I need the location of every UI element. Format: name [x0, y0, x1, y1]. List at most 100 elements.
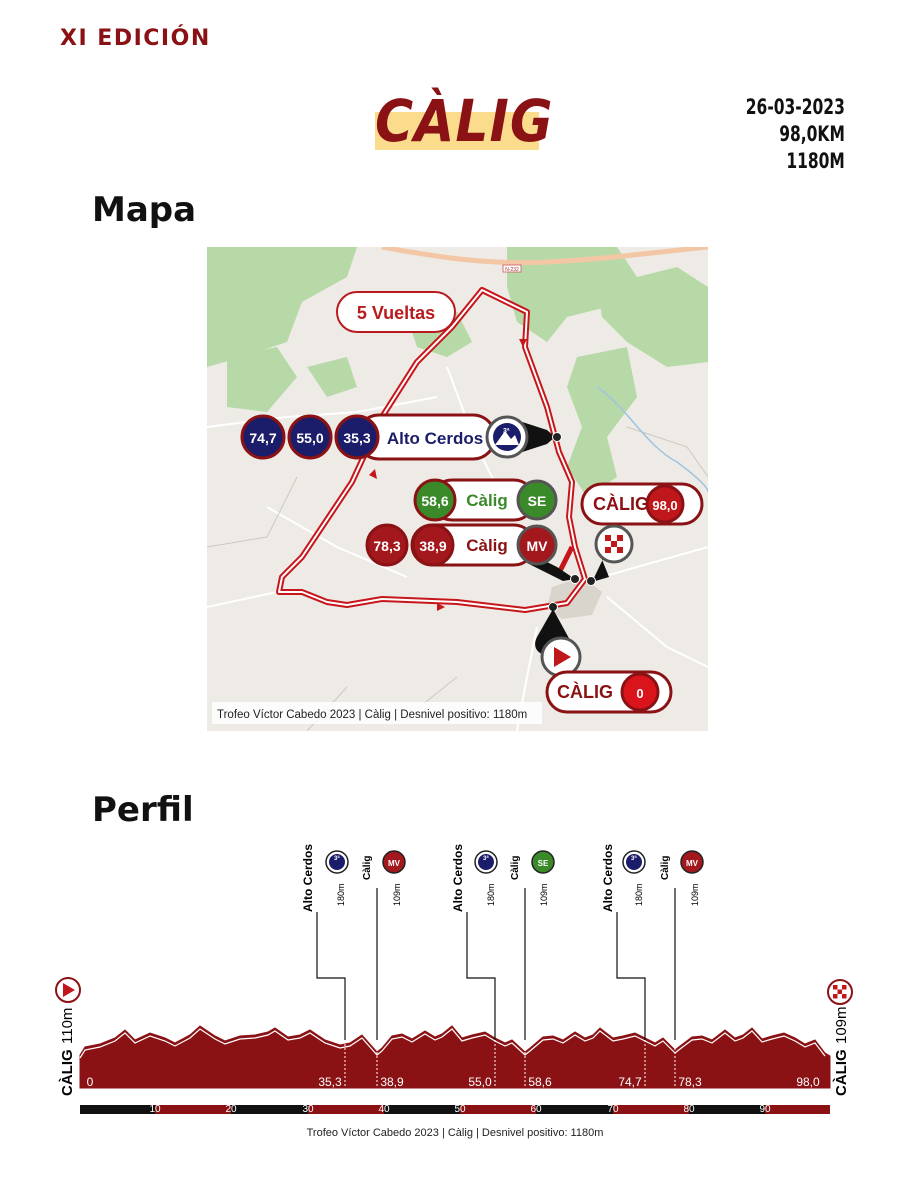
- direction-arrow: [437, 603, 445, 611]
- marker-name: Càlig: [362, 856, 373, 880]
- marker-alt: 180m: [634, 883, 644, 906]
- marker-alt: 109m: [690, 883, 700, 906]
- page-title: CÀLIG: [375, 88, 554, 156]
- scale-tick: 70: [607, 1104, 619, 1115]
- marker-name: Alto Cerdos: [301, 844, 315, 912]
- marker-alt: 180m: [336, 883, 346, 906]
- km-label: 58,6: [528, 1075, 552, 1089]
- svg-text:3ª: 3ª: [334, 855, 340, 862]
- mv-km: 78,3: [373, 538, 400, 554]
- profile-marker-1: Alto Cerdos 3ª 180m Càlig MV 109m: [301, 844, 406, 912]
- profile-marker-2: Alto Cerdos 3ª 180m Càlig SE 109m: [451, 844, 555, 912]
- start-name: CÀLIG: [557, 681, 613, 702]
- profile-credit: Trofeo Víctor Cabedo 2023 | Càlig | Desn…: [307, 1127, 604, 1139]
- profile-finish: CÀLIG 109m: [827, 979, 853, 1096]
- mv-km: 38,9: [419, 538, 446, 554]
- stage-date: 26-03-2023: [745, 95, 845, 119]
- kom-km-badge: [287, 414, 333, 460]
- marker-name: Alto Cerdos: [451, 844, 465, 912]
- profile-heading: Perfil: [92, 790, 194, 830]
- sprint-badge: [516, 479, 558, 521]
- start-label: CÀLIG: [59, 1049, 76, 1096]
- marker-name: Alto Cerdos: [601, 844, 615, 912]
- svg-text:MV: MV: [527, 538, 549, 554]
- km-label: 74,7: [618, 1075, 642, 1089]
- elevation-profile: 0 35,3 38,9 55,0 58,6 74,7 78,3 98,0 Alt…: [40, 840, 900, 1160]
- scale-tick: 40: [378, 1104, 390, 1115]
- laps-text: 5 Vueltas: [357, 303, 435, 323]
- kom-km-badge: [334, 414, 380, 460]
- scale-tick: 50: [454, 1104, 466, 1115]
- kom-km: 35,3: [343, 430, 370, 446]
- main-road: [381, 247, 708, 266]
- direction-arrow: [519, 339, 527, 347]
- kom-km: 55,0: [296, 430, 323, 446]
- mv-km-badge: [411, 523, 455, 567]
- scale-tick: 90: [759, 1104, 771, 1115]
- start-km: 0: [636, 686, 643, 701]
- kom-km-badge: [240, 414, 286, 460]
- finish-km-badge: [645, 484, 685, 524]
- kom-km: 74,7: [249, 430, 276, 446]
- edition-label: XI EDICIÓN: [60, 26, 211, 51]
- marker-alt: 180m: [486, 883, 496, 906]
- kom-callout: Alto Cerdos 74,7 55,0 35,3 3ª: [240, 413, 562, 461]
- finish-km: 98,0: [652, 498, 677, 513]
- svg-text:3ª: 3ª: [631, 855, 637, 862]
- scale-tick: 10: [149, 1104, 161, 1115]
- svg-text:MV: MV: [388, 859, 401, 868]
- direction-arrows: [369, 339, 527, 611]
- scale-tick: 60: [530, 1104, 542, 1115]
- scale-tick: 80: [683, 1104, 695, 1115]
- finish-label: CÀLIG: [833, 1049, 850, 1096]
- finish-callout: CÀLIG 98,0: [580, 482, 704, 586]
- river: [596, 386, 708, 493]
- start-alt: 110m: [59, 1008, 76, 1044]
- sprint-km-badge: [413, 478, 457, 522]
- marker-alt: 109m: [392, 883, 402, 906]
- direction-arrow: [369, 469, 377, 479]
- marker-leaders: [316, 888, 676, 1040]
- mv-name: Càlig: [466, 536, 508, 555]
- town-area: [547, 577, 602, 619]
- mountain-sprint-callout: Càlig 78,3 38,9 MV: [365, 523, 580, 584]
- svg-text:3ª: 3ª: [483, 855, 489, 862]
- mv-icon: [680, 850, 704, 874]
- km-label: 0: [87, 1075, 94, 1089]
- marker-alt: 109m: [539, 883, 549, 906]
- mv-badge: [516, 524, 558, 566]
- marker-name: Càlig: [510, 856, 521, 880]
- se-icon: [531, 850, 555, 874]
- scale-tick: 20: [225, 1104, 237, 1115]
- mv-icon: [382, 850, 406, 874]
- marker-name: Càlig: [660, 856, 671, 880]
- distance-scale: 10 20 30 40 50 60 70 80 90: [80, 1104, 830, 1115]
- stage-elevation: 1180M: [786, 149, 845, 173]
- road-label: N-232: [505, 267, 519, 273]
- mv-km-badge: [365, 523, 409, 567]
- scale-tick: 30: [302, 1104, 314, 1115]
- title-highlight: [375, 112, 539, 150]
- finish-alt: 109m: [833, 1006, 850, 1044]
- svg-text:MV: MV: [686, 859, 699, 868]
- km-label: 98,0: [796, 1075, 820, 1089]
- km-label: 78,3: [678, 1075, 702, 1089]
- map-heading: Mapa: [92, 190, 197, 230]
- stage-distance: 98,0KM: [779, 122, 845, 146]
- route-map[interactable]: N-232 5 Vueltas Alto Cerdos 74,7 55,0 35…: [207, 247, 708, 731]
- profile-terrain: [79, 1025, 831, 1089]
- profile-start: CÀLIG 110m: [55, 977, 81, 1096]
- profile-marker-3: Alto Cerdos 3ª 180m Càlig MV 109m: [601, 844, 704, 912]
- laps-label: 5 Vueltas: [336, 291, 456, 333]
- km-label: 55,0: [468, 1075, 492, 1089]
- finish-name: CÀLIG: [593, 493, 649, 514]
- svg-text:SE: SE: [538, 859, 549, 868]
- km-label: 35,3: [318, 1075, 342, 1089]
- svg-text:3ª: 3ª: [503, 428, 510, 435]
- stage-info: 26-03-2023 98,0KM 1180M: [724, 94, 845, 175]
- svg-text:SE: SE: [528, 493, 547, 509]
- start-callout: CÀLIG 0: [535, 602, 673, 714]
- sprint-callout: Càlig 58,6 SE: [413, 478, 558, 522]
- sprint-km: 58,6: [421, 493, 448, 509]
- kom-name: Alto Cerdos: [387, 429, 483, 448]
